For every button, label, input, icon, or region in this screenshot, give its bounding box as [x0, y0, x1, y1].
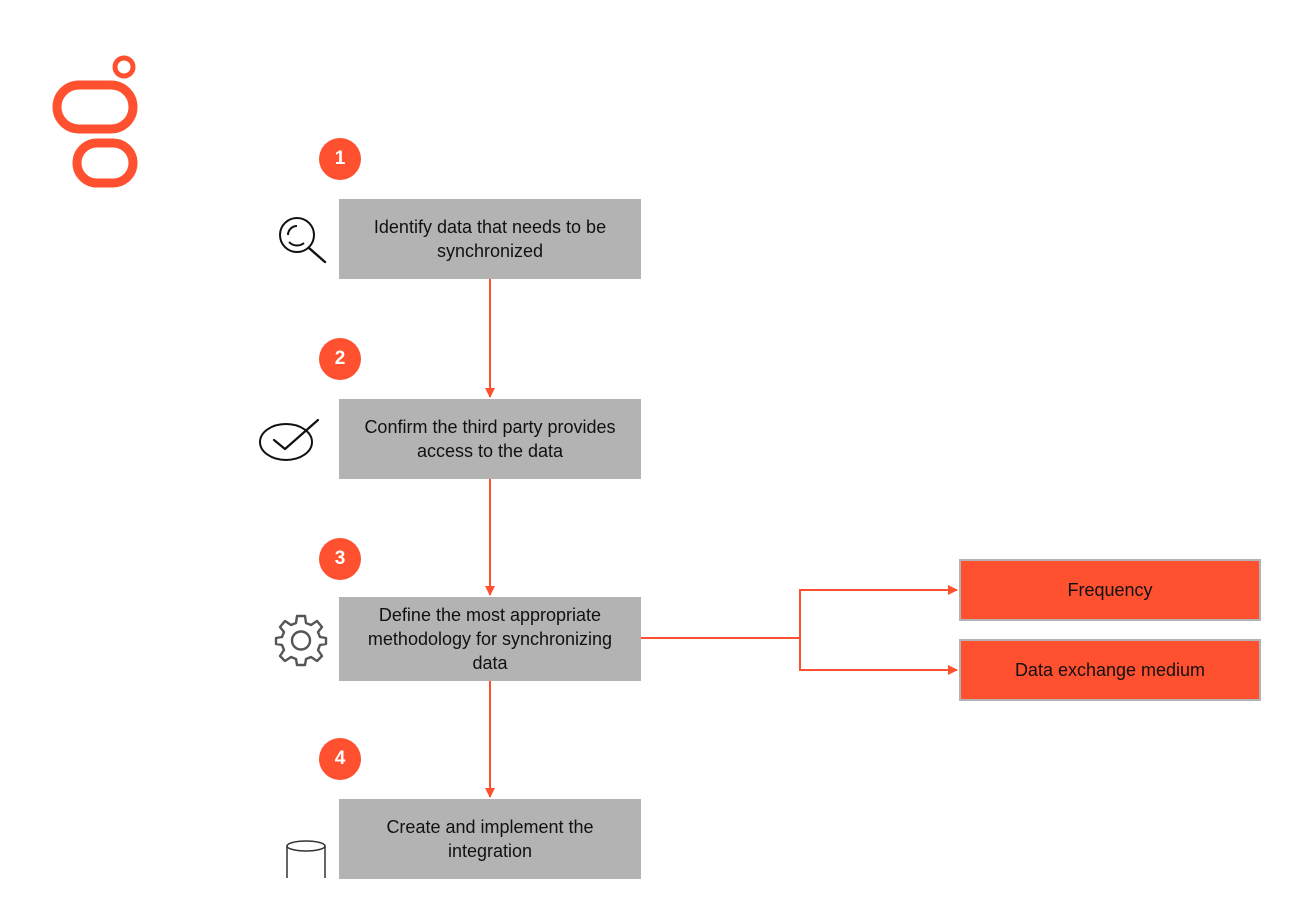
database-icon	[284, 838, 328, 880]
step-2-box: Confirm the third party provides access …	[339, 399, 641, 479]
step-2-label: Confirm the third party provides access …	[364, 417, 616, 461]
data-exchange-medium-label: Data exchange medium	[1014, 659, 1206, 680]
step-4-box: Create and implement the integration	[339, 799, 641, 879]
frequency-box: Frequency	[959, 559, 1261, 621]
step-3-badge: 3	[319, 538, 361, 580]
step-4-label: Create and implement the integration	[386, 817, 594, 861]
arrow-to-data-exchange-medium	[799, 638, 958, 675]
arrow-to-frequency	[799, 585, 958, 638]
data-exchange-medium-box: Data exchange medium	[959, 639, 1261, 701]
step-2-badge: 2	[319, 338, 361, 380]
checkmark-icon	[256, 414, 322, 464]
search-icon	[276, 214, 330, 266]
gear-icon	[274, 613, 328, 667]
step-1-badge: 1	[319, 138, 361, 180]
frequency-label: Frequency	[1067, 579, 1153, 600]
step-3-box: Define the most appropriate methodology …	[339, 597, 641, 681]
brand-logo-icon	[52, 52, 142, 192]
step-1-label: Identify data that needs to be synchroni…	[373, 217, 607, 261]
step-4-badge: 4	[319, 738, 361, 780]
step-1-box: Identify data that needs to be synchroni…	[339, 199, 641, 279]
step-3-label: Define the most appropriate methodology …	[367, 605, 613, 673]
